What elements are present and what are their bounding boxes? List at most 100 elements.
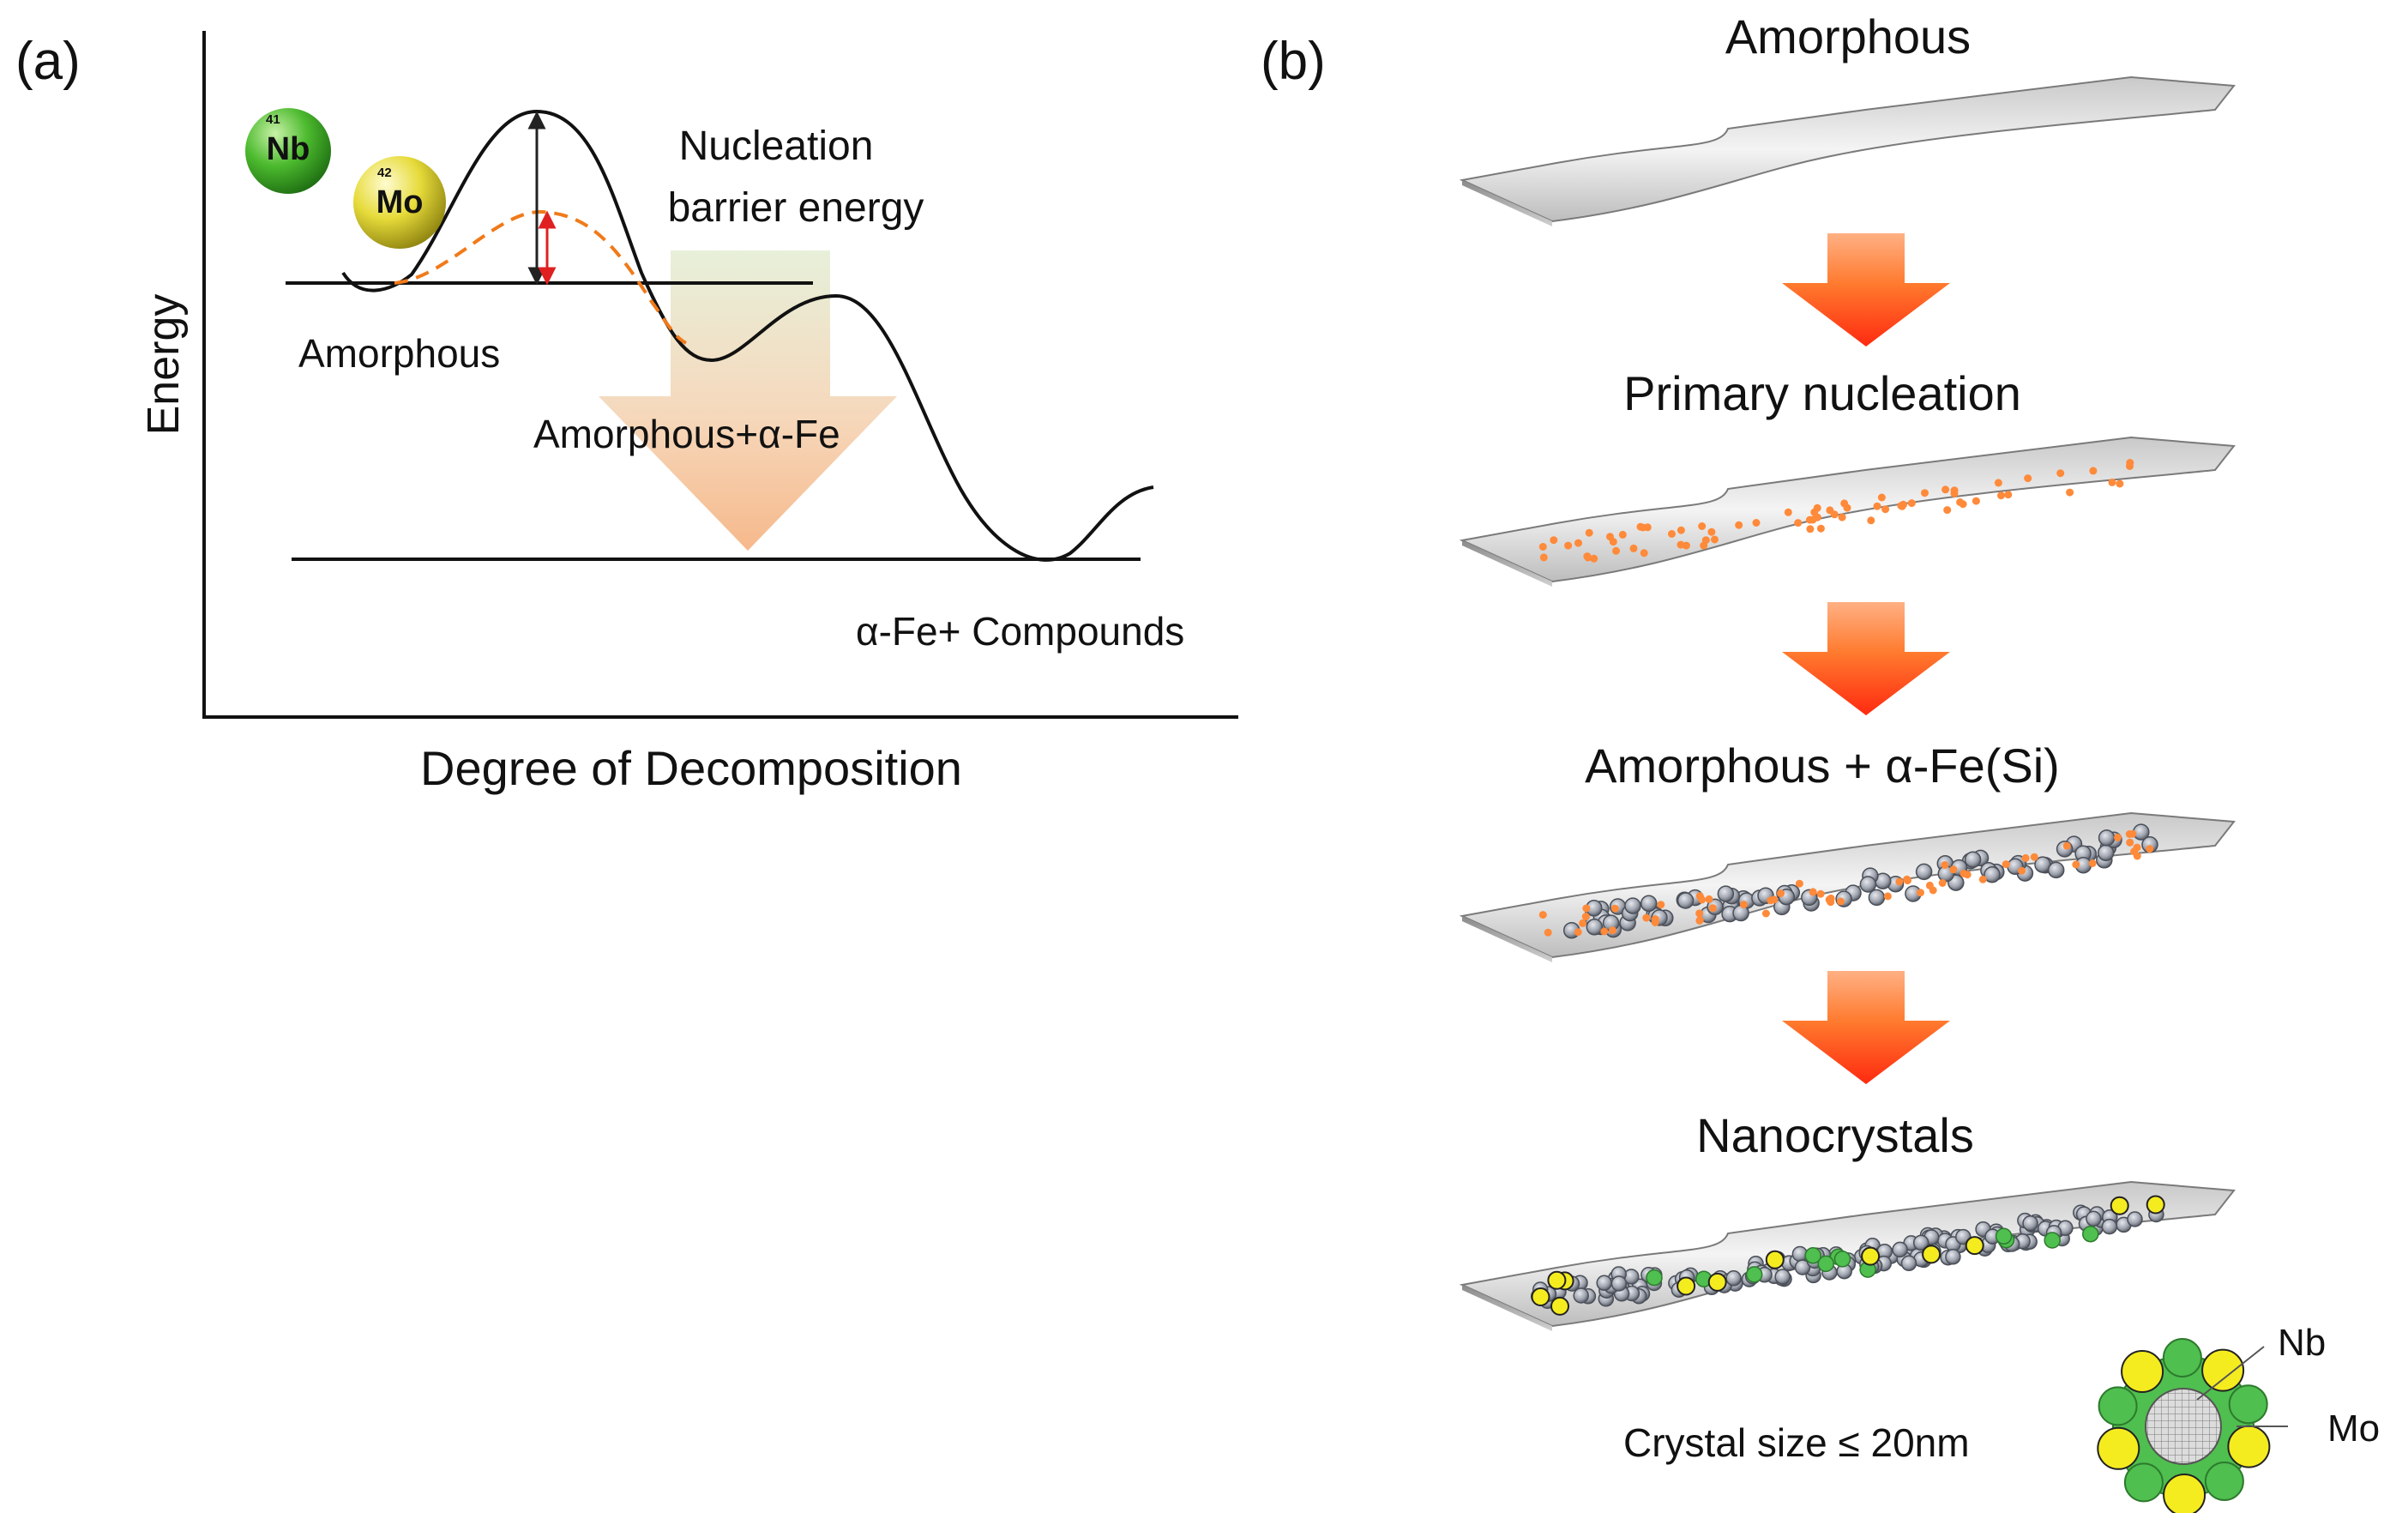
alpha-fe-nucleus <box>1938 879 1947 887</box>
process-arrow-1 <box>1782 233 1950 347</box>
final-state-label: α-Fe+ Compounds <box>856 609 1184 654</box>
nb-element-ball: 41 Nb <box>245 108 331 194</box>
alpha-fe-nucleus <box>1777 889 1785 898</box>
alpha-fe-nucleus <box>1917 889 1924 897</box>
nanocrystal <box>1610 1275 1628 1292</box>
nanocrystal <box>1900 1255 1917 1272</box>
mo-atom <box>1765 1250 1785 1269</box>
energy-curve <box>341 109 1154 562</box>
alpha-fe-nucleus <box>1867 516 1875 525</box>
stage-1-title: Amorphous <box>1725 9 1971 63</box>
alpha-fe-nucleus <box>1883 892 1892 901</box>
panel-a: (a) Energy Degree of Decomposition 41 Nb… <box>15 31 1238 795</box>
alpha-fe-nucleus <box>1700 541 1708 550</box>
alpha-fe-nucleus <box>1695 909 1704 918</box>
cluster-nb-atom <box>2098 1386 2138 1426</box>
alpha-fe-nucleus <box>2018 866 2026 875</box>
alpha-fe-nucleus <box>1877 493 1886 502</box>
mo-atomic-number: 42 <box>377 166 392 180</box>
primary-nucleation-ribbon <box>1459 436 2236 587</box>
stage-4-title: Nanocrystals <box>1696 1108 1974 1162</box>
alpha-fe-nucleus <box>1978 875 1987 883</box>
mo-element-ball: 42 Mo <box>353 156 446 249</box>
ribbon-edge <box>1462 1285 1552 1331</box>
alpha-fe-nucleus <box>1806 525 1815 533</box>
alpha-fe-crystal <box>1859 876 1877 893</box>
alpha-fe-nucleus <box>2072 860 2080 869</box>
alpha-fe-nucleus <box>1579 919 1587 927</box>
alpha-fe-nucleus <box>2024 474 2032 483</box>
ribbon-edge <box>1462 540 1552 587</box>
cluster-mo-atom <box>2201 1348 2245 1392</box>
nanocrystal <box>1725 1270 1742 1287</box>
alpha-fe-nucleus <box>2056 469 2065 478</box>
alpha-fe-nucleus <box>2021 853 2030 862</box>
alpha-fe-nucleus <box>1677 540 1685 549</box>
alpha-fe-nucleus <box>1752 519 1761 527</box>
alpha-fe-nucleus <box>1806 515 1814 524</box>
alpha-fe-nucleus <box>1695 916 1704 925</box>
alpha-fe-nucleus <box>1813 503 1821 512</box>
alpha-fe-nucleus <box>2133 843 2141 852</box>
alpha-fe-nucleus <box>2089 467 2098 475</box>
alpha-fe-nucleus <box>1574 539 1582 547</box>
nb-leader-line <box>2196 1346 2265 1401</box>
alpha-fe-nucleus <box>1698 522 1707 530</box>
alpha-fe-nucleus <box>1809 888 1817 896</box>
cluster-mo-atom <box>2097 1426 2140 1470</box>
alpha-fe-crystal <box>1984 865 2001 883</box>
alpha-fe-nucleus <box>2126 838 2134 847</box>
cluster-mo-atom <box>2227 1425 2271 1468</box>
alpha-fe-nucleus <box>1816 524 1825 533</box>
alpha-fe-nucleus <box>1539 553 1548 562</box>
alpha-fe-nucleus <box>2002 860 2010 869</box>
alpha-fe-nucleus <box>1705 895 1713 903</box>
alpha-fe-nucleus <box>1609 538 1617 546</box>
panel-b: (b) Amorphous Primary nucleation Amorpho… <box>1261 9 2380 1513</box>
nb-symbol: Nb <box>267 131 310 167</box>
nanocrystal <box>1945 1249 1961 1265</box>
cluster-mo-atom <box>2121 1350 2164 1393</box>
alpha-fe-nucleus <box>1929 886 1937 895</box>
alpha-fe-nucleus <box>1794 519 1803 527</box>
alpha-fe-crystal <box>1915 863 1933 881</box>
alpha-fe-nucleus <box>1830 510 1839 519</box>
nb-atom <box>1745 1266 1763 1283</box>
mo-atom <box>1861 1246 1881 1266</box>
alpha-fe-crystal <box>1677 892 1695 909</box>
alpha-fe-crystal <box>1732 904 1749 922</box>
nanocrystal <box>1774 1269 1791 1285</box>
nanocrystal <box>2101 1218 2118 1235</box>
amorphous-state-label: Amorphous <box>298 331 500 376</box>
nanocrystal <box>1912 1234 1929 1251</box>
amorphous-ribbon <box>1459 75 2236 226</box>
alpha-fe-crystal <box>1868 889 1886 907</box>
alpha-fe-nucleus <box>1657 901 1665 909</box>
transformation-arrow <box>599 250 897 551</box>
cluster-nb-atom <box>2228 1384 2268 1425</box>
alpha-fe-nucleus <box>1629 544 1638 552</box>
alpha-fe-nucleus <box>1941 485 1950 494</box>
alpha-fe-nucleus <box>1574 928 1582 937</box>
alpha-fe-nucleus <box>1972 497 1980 505</box>
alpha-fe-nucleus <box>1960 869 1968 877</box>
intermediate-state-label: Amorphous+α-Fe <box>533 412 840 456</box>
alpha-fe-nucleus <box>1813 513 1821 521</box>
alpha-fe-nucleus <box>1994 479 2002 487</box>
cluster-nb-atom <box>2204 1462 2244 1501</box>
alpha-fe-nucleus <box>1707 527 1716 536</box>
alpha-fe-nucleus <box>1612 546 1620 555</box>
alpha-fe-crystal <box>1717 885 1735 902</box>
panel-b-label: (b) <box>1261 32 1326 91</box>
alpha-fe-nucleus <box>1585 528 1593 537</box>
alpha-fe-nucleus <box>1943 506 1952 515</box>
alpha-fe-nucleus <box>1898 502 1906 510</box>
nb-atomic-number: 41 <box>266 112 280 127</box>
alpha-fe-nucleus <box>1795 879 1803 888</box>
alpha-fe-nucleus <box>1544 928 1552 937</box>
alpha-fe-nucleus <box>1538 543 1547 551</box>
lowered-barrier-curve <box>394 209 688 345</box>
ribbon-edge <box>1462 180 1552 226</box>
alpha-fe-nucleus <box>1873 502 1881 510</box>
